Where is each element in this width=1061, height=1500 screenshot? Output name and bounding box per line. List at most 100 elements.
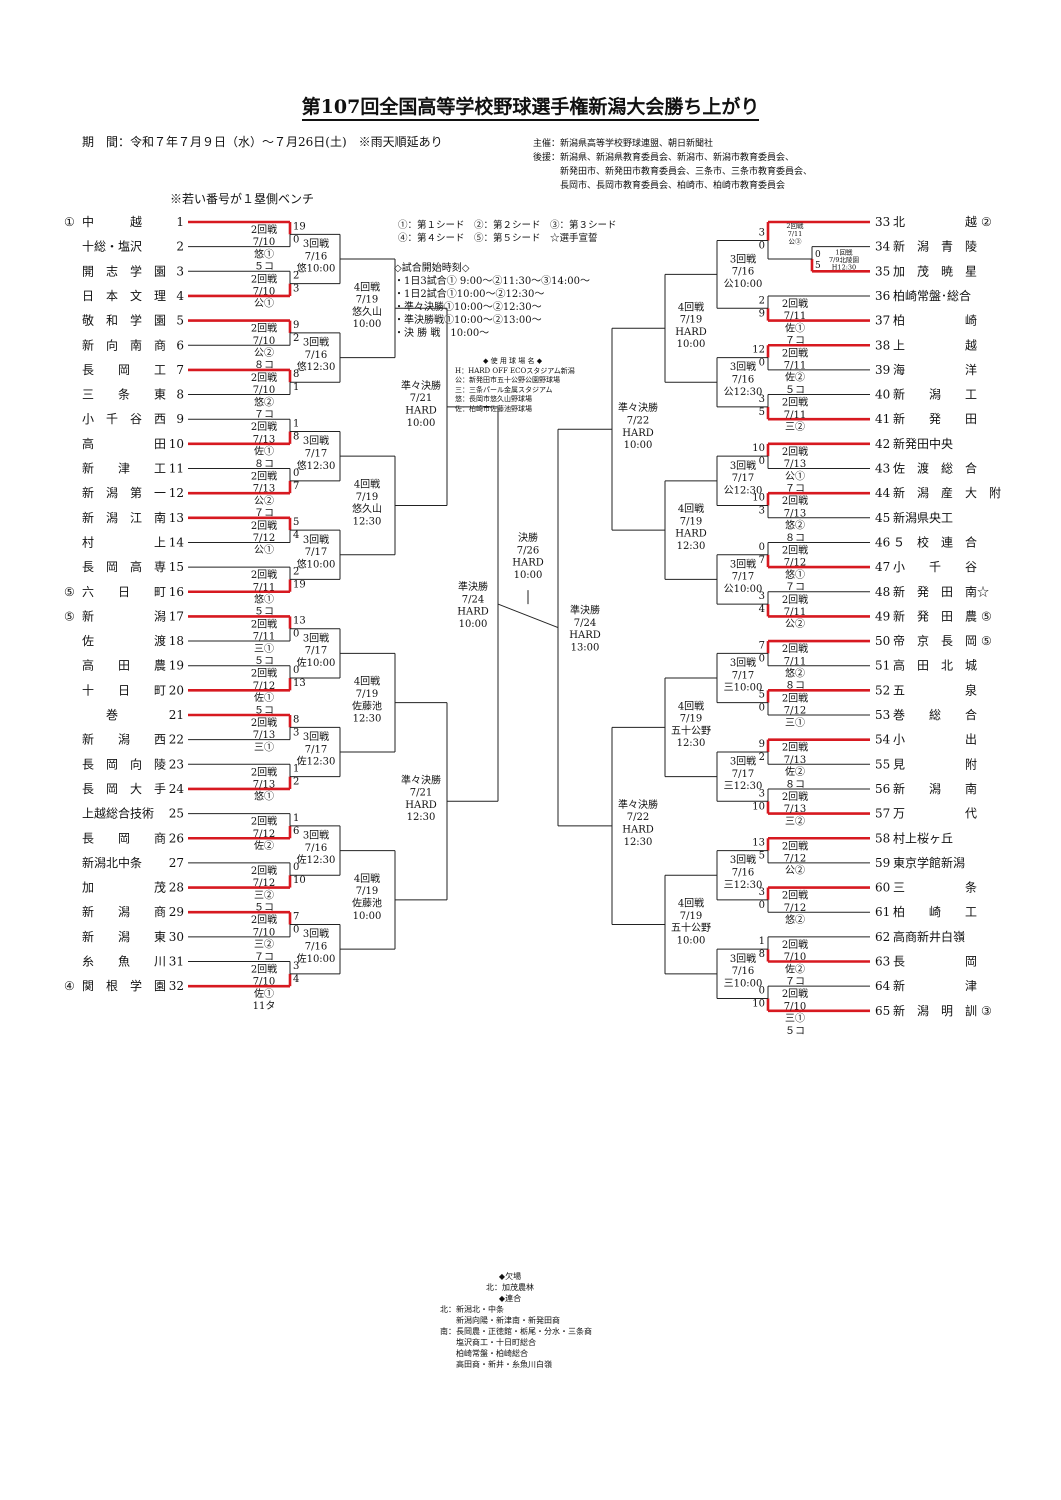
match-info: 12:30 (353, 516, 382, 527)
organizer-line: 新発田市、新発田市教育委員会、三条市、三条市教育委員会、 (533, 167, 813, 177)
match-info: 7/17 (732, 769, 754, 780)
match-info: 7/16 (305, 941, 327, 952)
absent-joint-legend: ◆欠場 北：加茂農林 ◆連合 北：新潟北・中条 新潟向陽・新津南・新発田商 南：… (440, 1271, 592, 1370)
match-info: 13:00 (571, 642, 600, 653)
score-top: 1 (293, 764, 299, 775)
start-times-title: ◇試合開始時刻◇ (394, 263, 470, 274)
score-top: 7 (293, 912, 299, 923)
seed-legend-line: ④：第４シード ⑤：第５シード ☆選手宣誓 (398, 233, 598, 244)
team-name: 長 岡 工 (82, 363, 166, 377)
venue-line: 悠：長岡市悠久山野球場 (455, 395, 532, 403)
page-title: 第107回全国高等学校野球選手権新潟大会勝ち上がり (0, 92, 1061, 121)
match-info: 2回戦 (251, 371, 277, 384)
match-info: 公② (254, 495, 274, 507)
match-info: 三10:00 (724, 978, 763, 989)
match-info: 7/19 (356, 295, 378, 306)
match-info: 公① (254, 298, 274, 310)
match-info: 7/17 (305, 744, 327, 755)
score-bottom: 8 (293, 432, 299, 443)
match-info: 7/11 (784, 656, 806, 667)
match-info: 7/16 (732, 966, 754, 977)
match-info: 2回戦 (251, 519, 277, 532)
match-info: 12:30 (677, 541, 706, 552)
seed-mark: ⑤ (981, 609, 992, 623)
team-name: 長 岡 大 手 (82, 782, 166, 796)
team-name: 十 日 町 (82, 683, 166, 697)
team-number: 49 (875, 609, 890, 623)
team-name: 上越総合技術 (82, 806, 154, 821)
match-info: 7/12 (253, 533, 275, 544)
match-info: HARD (457, 607, 489, 618)
team-number: 39 (875, 363, 890, 377)
score-top: 5 (759, 690, 765, 701)
team-number: 55 (875, 757, 890, 771)
score-bottom: 0 (759, 240, 765, 251)
team-name: 関 根 学 園 (82, 978, 166, 993)
score-top: 0 (759, 985, 765, 996)
team-number: 33 (875, 215, 890, 229)
team-name: 万 代 (893, 807, 977, 821)
score-top: 0 (759, 542, 765, 553)
match-info: 五十公野 (671, 921, 711, 934)
match-info: 3回戦 (730, 853, 756, 866)
venue-line: 佐：柏崎市佐藤池野球場 (455, 404, 532, 413)
match-info: 2回戦 (251, 617, 277, 630)
team-number: 5 (176, 314, 184, 328)
team-number: 11 (169, 462, 184, 476)
match-info: 悠10:00 (297, 557, 336, 570)
score-top: 2 (293, 271, 299, 282)
seed-mark: ④ (64, 979, 75, 993)
team-number: 42 (875, 437, 890, 451)
match-info: 10:00 (407, 418, 436, 429)
team-number: 45 (875, 511, 890, 525)
match-info: 公10:00 (724, 584, 763, 595)
match-info: 佐藤池 (352, 896, 382, 909)
score-top: 5 (293, 517, 299, 528)
team-name: 新発田中央 (893, 436, 953, 451)
score-bottom: 10 (293, 875, 306, 886)
joint-line: 柏崎常盤・柏崎総合 (440, 1349, 528, 1358)
team-name: 北 越 (893, 215, 977, 229)
team-name: 新潟県央工 (893, 510, 953, 525)
match-info: 公12:30 (724, 387, 763, 398)
team-number: 16 (169, 585, 184, 599)
match-info: 7/21 (410, 788, 432, 799)
team-name: 長 岡 (893, 955, 977, 969)
match-info: 7/13 (784, 508, 806, 519)
match-info: 12:30 (624, 837, 653, 848)
match-info: 悠② (254, 395, 274, 408)
score-top: 0 (293, 665, 299, 676)
match-info: HARD (675, 529, 707, 540)
match-info: ７コ (254, 508, 274, 519)
bracket-line (497, 603, 559, 629)
score-bottom: 1 (293, 382, 299, 393)
match-info: 7/19 (680, 911, 702, 922)
match-info: 1回戦 (835, 248, 853, 257)
team-name: 新 潟 明 訓 (893, 1003, 977, 1018)
team-name: 高商新井白嶺 (893, 929, 965, 944)
start-time-line: ・準決勝戦①10:00～②13:00～ (394, 315, 542, 326)
match-info: 4回戦 (678, 897, 704, 910)
match-info: HARD (512, 558, 544, 569)
match-info: 2回戦 (251, 223, 277, 236)
match-info: 7/12 (253, 681, 275, 692)
match-info: 10:00 (677, 935, 706, 946)
team-name: 帝 京 長 岡 (893, 633, 977, 648)
team-name: 巻 総 合 (893, 707, 977, 722)
match-info: 7/16 (732, 267, 754, 278)
joint-line: 北：新潟北・中条 (440, 1305, 504, 1314)
match-info: 7/10 (253, 977, 275, 988)
match-info: 2回戦 (782, 987, 808, 1000)
match-info: 7/19 (356, 689, 378, 700)
team-number: 1 (176, 215, 184, 229)
score-top: 9 (759, 739, 765, 750)
team-name: 村上桜ヶ丘 (893, 831, 953, 845)
score-top: 0 (293, 862, 299, 873)
match-info: 準々決勝 (618, 798, 658, 811)
team-name: 新潟北中条 (82, 855, 142, 870)
match-info: 佐② (785, 963, 805, 975)
team-name: 新 潟 (82, 608, 166, 623)
score-bottom: 0 (759, 358, 765, 369)
match-info: ５コ (254, 656, 274, 667)
match-info: 公12:30 (724, 485, 763, 496)
